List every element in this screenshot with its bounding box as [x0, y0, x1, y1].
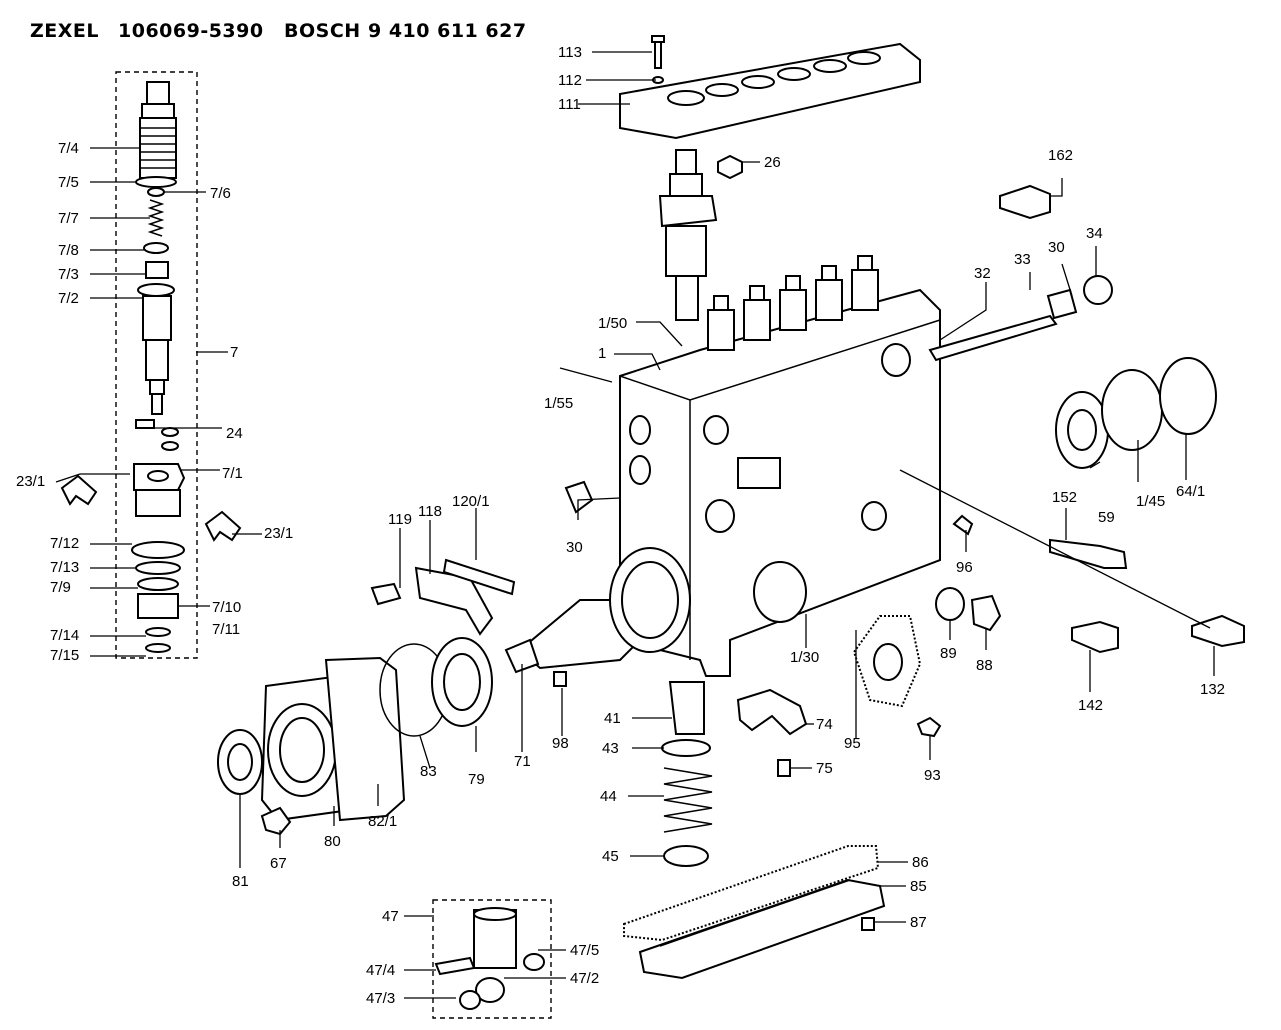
gasket-bracket: [736, 615, 942, 777]
label-26: 26: [764, 154, 781, 171]
label-7-10: 7/10: [212, 599, 241, 616]
label-24: 24: [226, 425, 243, 442]
label-142: 142: [1078, 697, 1103, 714]
label-47-3: 47/3: [366, 990, 395, 1007]
pump-housing: [518, 255, 941, 677]
nozzle-fitting: [658, 149, 743, 321]
part-number-header: ZEXEL 106069-5390 BOSCH 9 410 611 627: [30, 14, 527, 48]
label-67: 67: [270, 855, 287, 872]
label-1: 1: [598, 345, 606, 362]
label-74: 74: [816, 716, 833, 733]
label-95: 95: [844, 735, 861, 752]
label-33: 33: [1014, 251, 1031, 268]
label-7-4: 7/4: [58, 140, 79, 157]
label-7-13: 7/13: [50, 559, 79, 576]
part-labels: 113 112 111 26 162 34 30 33 32 1/50 1 1/…: [16, 44, 1225, 1007]
label-1-30: 1/30: [790, 649, 819, 666]
label-132: 132: [1200, 681, 1225, 698]
label-119: 119: [388, 511, 412, 528]
label-111: 111: [558, 96, 581, 113]
bearing-assembly-right: [1055, 357, 1217, 469]
label-30-left: 30: [566, 539, 583, 556]
label-23-1-left: 23/1: [16, 473, 45, 490]
zexel-part-number: 106069-5390: [118, 20, 264, 42]
label-120-1: 120/1: [452, 493, 490, 510]
label-87: 87: [910, 914, 927, 931]
bosch-part-number: 9 410 611 627: [368, 20, 527, 42]
label-7-14: 7/14: [50, 627, 79, 644]
label-47-5: 47/5: [570, 942, 599, 959]
label-113: 113: [558, 44, 582, 61]
roller-tappet-box: [432, 899, 552, 1019]
label-34: 34: [1086, 225, 1103, 242]
label-41: 41: [604, 710, 621, 727]
label-32: 32: [974, 265, 991, 282]
label-88: 88: [976, 657, 993, 674]
label-7-8: 7/8: [58, 242, 79, 259]
control-rack: [928, 184, 1113, 362]
label-1-45: 1/45: [1136, 493, 1165, 510]
label-83: 83: [420, 763, 437, 780]
label-1-55: 1/55: [544, 395, 573, 412]
label-82-1: 82/1: [368, 813, 397, 830]
label-7-5: 7/5: [58, 174, 79, 191]
label-7-7: 7/7: [58, 210, 79, 227]
label-7-6: 7/6: [210, 185, 231, 202]
label-64-1: 64/1: [1176, 483, 1205, 500]
label-7-12: 7/12: [50, 535, 79, 552]
label-23-1-right: 23/1: [264, 525, 293, 542]
flange-bearing-left: [217, 637, 540, 836]
label-86: 86: [912, 854, 929, 871]
label-112: 112: [558, 72, 582, 89]
label-71: 71: [514, 753, 531, 770]
governor-plate-parts: [370, 480, 594, 636]
label-7-9: 7/9: [50, 579, 71, 596]
tappet-assembly: [553, 671, 713, 867]
bottom-gaskets: [623, 845, 886, 980]
label-162: 162: [1048, 147, 1073, 164]
brand-zexel: ZEXEL: [30, 20, 99, 42]
label-7-15: 7/15: [50, 647, 79, 664]
label-85: 85: [910, 878, 927, 895]
delivery-valve-assembly: [60, 71, 242, 659]
screws-right: [935, 514, 1245, 654]
label-1-50: 1/50: [598, 315, 627, 332]
label-7-1: 7/1: [222, 465, 243, 482]
label-96: 96: [956, 559, 973, 576]
label-45: 45: [602, 848, 619, 865]
label-75: 75: [816, 760, 833, 777]
brand-bosch: BOSCH: [284, 20, 361, 42]
label-152: 152: [1052, 489, 1077, 506]
label-89: 89: [940, 645, 957, 662]
label-43: 43: [602, 740, 619, 757]
label-79: 79: [468, 771, 485, 788]
label-7-2: 7/2: [58, 290, 79, 307]
label-118: 118: [418, 503, 442, 520]
assembly-7-box: [115, 71, 198, 659]
label-98: 98: [552, 735, 569, 752]
label-80: 80: [324, 833, 341, 850]
label-47-2: 47/2: [570, 970, 599, 987]
label-7: 7: [230, 344, 238, 361]
label-47: 47: [382, 908, 399, 925]
label-59: 59: [1098, 509, 1115, 526]
label-81: 81: [232, 873, 249, 890]
label-44: 44: [600, 788, 617, 805]
label-7-11: 7/11: [212, 621, 240, 638]
label-47-4: 47/4: [366, 962, 395, 979]
leader-lines: [55, 51, 1215, 999]
top-cover-plate: [619, 35, 921, 140]
label-7-3: 7/3: [58, 266, 79, 283]
label-30-top: 30: [1048, 239, 1065, 256]
label-93: 93: [924, 767, 941, 784]
